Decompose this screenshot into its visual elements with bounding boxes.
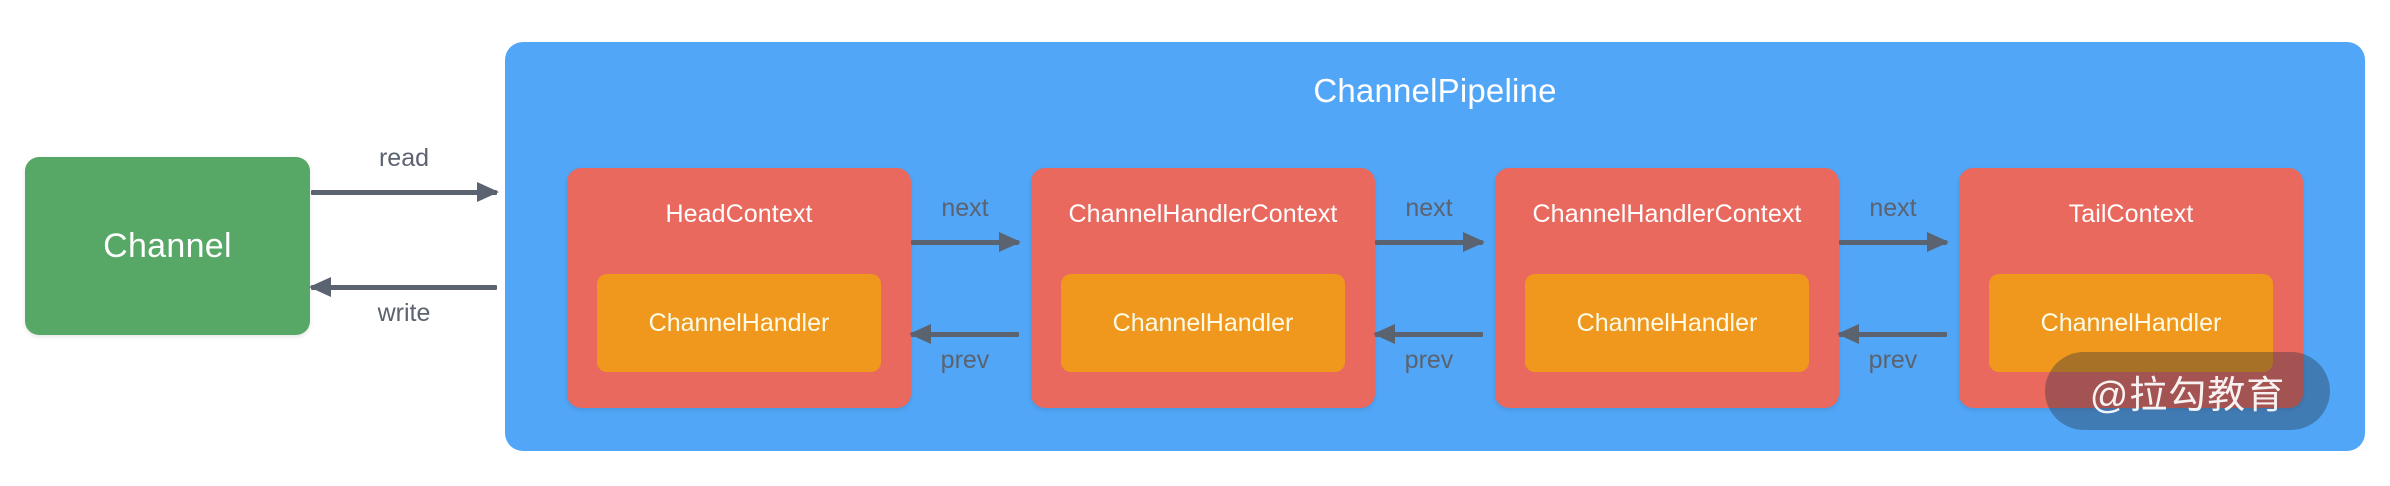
channel-handler-label: ChannelHandler (648, 308, 830, 337)
arrowhead-right-icon (1927, 232, 1949, 252)
connector-read-label: read (378, 144, 430, 172)
channel-handler-box[interactable]: ChannelHandler (597, 274, 881, 372)
arrowhead-left-icon (1837, 324, 1859, 344)
connector-write-line (311, 285, 497, 290)
channel-handler-box[interactable]: ChannelHandler (1061, 274, 1345, 372)
channel-node-label: Channel (103, 226, 232, 265)
connector-prev-line (1375, 332, 1483, 337)
connector-prev-label: prev (1404, 346, 1454, 374)
channel-handler-box[interactable]: ChannelHandler (1525, 274, 1809, 372)
context-card-title: TailContext (2068, 200, 2194, 228)
channel-node[interactable]: Channel (25, 157, 310, 335)
channel-handler-label: ChannelHandler (1576, 308, 1758, 337)
watermark-badge: @拉勾教育 (2045, 352, 2330, 430)
context-row: HeadContext ChannelHandler ChannelHandle… (567, 168, 2303, 408)
connector-prev-label: prev (940, 346, 990, 374)
connector-next-label: next (1869, 194, 1917, 222)
arrowhead-right-icon (477, 182, 499, 202)
watermark-text: @拉勾教育 (2089, 374, 2286, 417)
context-card-3[interactable]: ChannelHandlerContext ChannelHandler (1495, 168, 1839, 408)
context-card-title: ChannelHandlerContext (1532, 200, 1802, 228)
connector-write-label: write (377, 299, 431, 327)
channel-handler-box[interactable]: ChannelHandler (1989, 274, 2273, 372)
connector-read-line (311, 190, 497, 195)
connector-next-label: next (1405, 194, 1453, 222)
connector-next-label: next (941, 194, 989, 222)
connector-prev-line (911, 332, 1019, 337)
context-card-title: ChannelHandlerContext (1068, 200, 1338, 228)
connector-next-line (1839, 240, 1947, 245)
arrowhead-left-icon (309, 277, 331, 297)
channel-handler-label: ChannelHandler (2040, 308, 2222, 337)
arrowhead-left-icon (909, 324, 931, 344)
arrowhead-right-icon (999, 232, 1021, 252)
channel-handler-label: ChannelHandler (1112, 308, 1294, 337)
context-card-tail[interactable]: TailContext ChannelHandler (1959, 168, 2303, 408)
context-card-head[interactable]: HeadContext ChannelHandler (567, 168, 911, 408)
connector-next-line (1375, 240, 1483, 245)
context-card-title: HeadContext (665, 200, 813, 228)
connector-next-line (911, 240, 1019, 245)
channel-pipeline-container[interactable]: ChannelPipeline HeadContext ChannelHandl… (505, 42, 2365, 451)
channel-pipeline-title: ChannelPipeline (1313, 72, 1557, 109)
connector-prev-line (1839, 332, 1947, 337)
arrowhead-right-icon (1463, 232, 1485, 252)
arrowhead-left-icon (1373, 324, 1395, 344)
connector-prev-label: prev (1868, 346, 1918, 374)
context-card-2[interactable]: ChannelHandlerContext ChannelHandler (1031, 168, 1375, 408)
